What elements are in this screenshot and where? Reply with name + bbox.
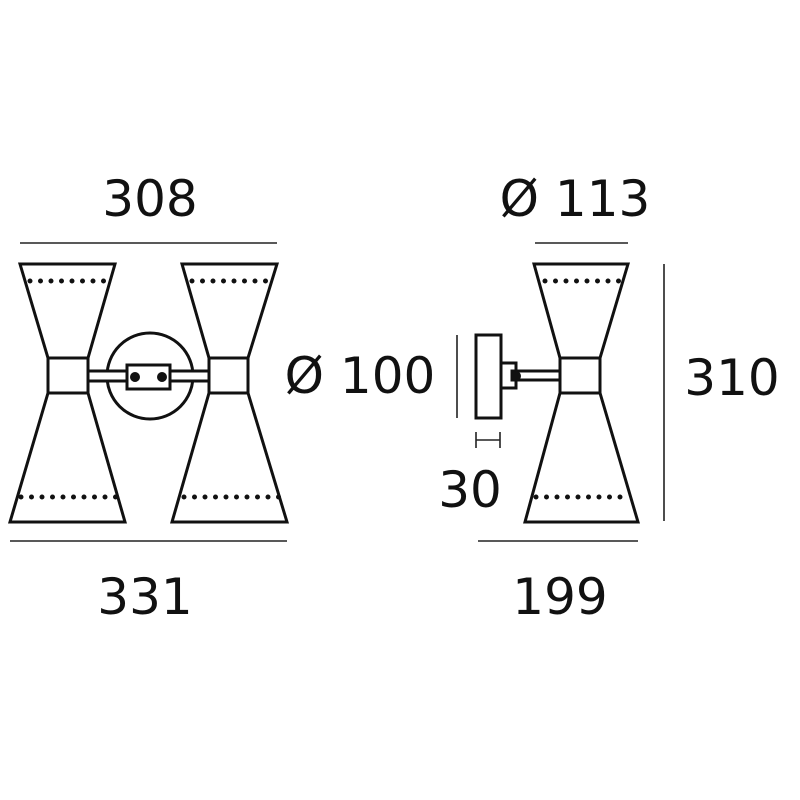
plate-depth-label: 30 [438, 461, 502, 519]
height-label: 310 [684, 349, 779, 407]
front-lamp-right [170, 262, 290, 524]
front-lamp-left [7, 262, 127, 524]
canopy [85, 331, 215, 421]
front-top-width-label: 308 [102, 170, 197, 228]
front-bottom-width-label: 331 [97, 568, 192, 626]
side-lamp [523, 262, 641, 524]
side-backplate [474, 333, 564, 420]
side-depth-label: 199 [512, 568, 607, 626]
canopy-diameter-label: Ø 100 [285, 347, 436, 405]
shade-diameter-label: Ø 113 [500, 170, 651, 228]
plate-depth-dimension [475, 432, 501, 448]
